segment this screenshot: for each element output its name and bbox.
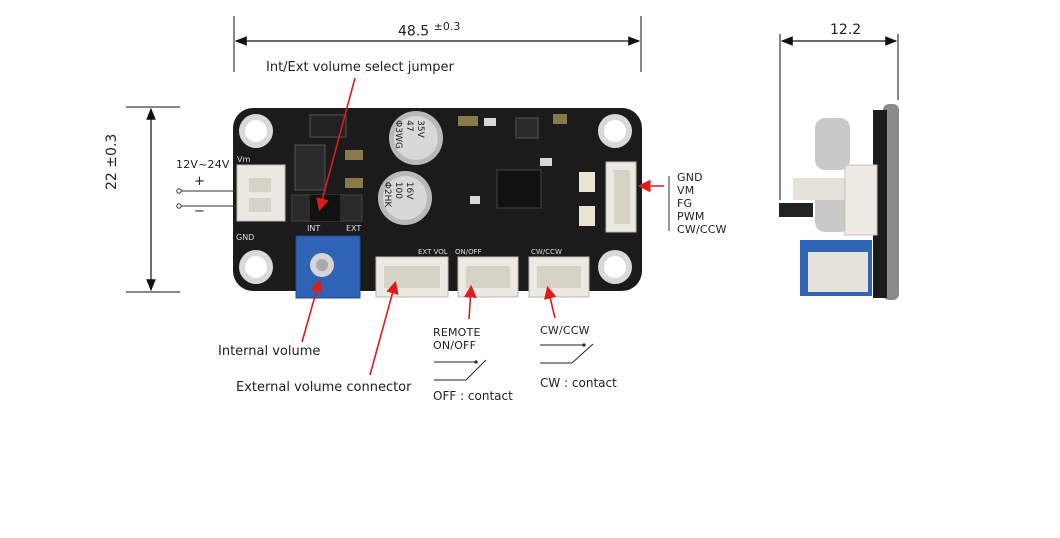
cap2-line-a: 16V [404,181,415,200]
width-dimension-label: 48.5 ±0.3 [398,20,460,40]
direction-contact-label: CW : contact [540,376,617,390]
cap1-line-b: 47 [403,120,414,132]
silk-vm: Vm [237,155,251,164]
cap2-line-b: 100 [393,181,404,199]
cw-ccw-connector [528,256,590,298]
mounting-hole [598,114,632,148]
jumper-callout: Int/Ext volume select jumper [266,60,454,75]
silk-ext-vol: EXT VOL [418,248,448,256]
cap1-line-c: Φ3WG [392,120,403,149]
height-dimension-label: 22 ±0.3 [104,133,120,190]
pin-label-fg: FG [677,197,693,210]
silk-on-off: ON/OFF [455,248,482,256]
height-dimension [126,106,180,293]
cap1-line-a: 35V [414,120,425,138]
silk-gnd: GND [236,233,255,242]
power-leads [176,188,236,209]
direction-title-label: CW/CCW [540,324,590,337]
side-view-board [779,104,899,300]
silk-int: INT [307,224,321,233]
thickness-dimension [779,34,899,200]
pin-label-vm: VM [677,184,695,197]
width-tolerance: ±0.3 [433,20,461,33]
internal-volume-callout: Internal volume [218,344,321,359]
mounting-hole [239,114,273,148]
thickness-dimension-label: 12.2 [830,22,862,38]
silk-ext: EXT [346,224,362,233]
callout-arrows [301,77,664,376]
signal-connector [605,161,637,233]
on-off-connector [457,256,519,298]
remote-switch-symbol [434,359,487,381]
width-value: 48.5 [398,23,430,40]
plus-label: + [194,174,205,189]
pin-label-cw-ccw: CW/CCW [677,223,727,236]
capacitor-16v-marking: 16V 100 Φ2HK [381,182,414,207]
silk-cw-ccw: CW/CCW [531,248,562,256]
inductor [309,114,347,138]
remote-label-line2: ON/OFF [433,339,477,352]
remote-contact-label: OFF : contact [433,389,513,403]
pin-label-gnd: GND [677,171,703,184]
potentiometer [295,235,361,299]
capacitor-16v [378,171,432,225]
driver-ic [496,169,542,209]
voltage-label: 12V~24V [176,158,230,171]
capacitor-35v [389,111,443,165]
remote-label-line1: REMOTE [433,326,481,339]
external-volume-callout: External volume connector [236,380,412,395]
pin-label-pwm: PWM [677,210,705,223]
mounting-hole [598,250,632,284]
mounting-hole [239,250,273,284]
pcb-board [233,108,642,299]
external-volume-connector [375,256,449,298]
direction-switch-symbol [540,343,594,364]
capacitor-35v-marking: 35V 47 Φ3WG [392,120,425,149]
minus-label: − [194,204,205,219]
width-dimension [233,16,642,72]
power-connector [236,164,286,222]
cap2-line-c: Φ2HK [382,181,393,208]
